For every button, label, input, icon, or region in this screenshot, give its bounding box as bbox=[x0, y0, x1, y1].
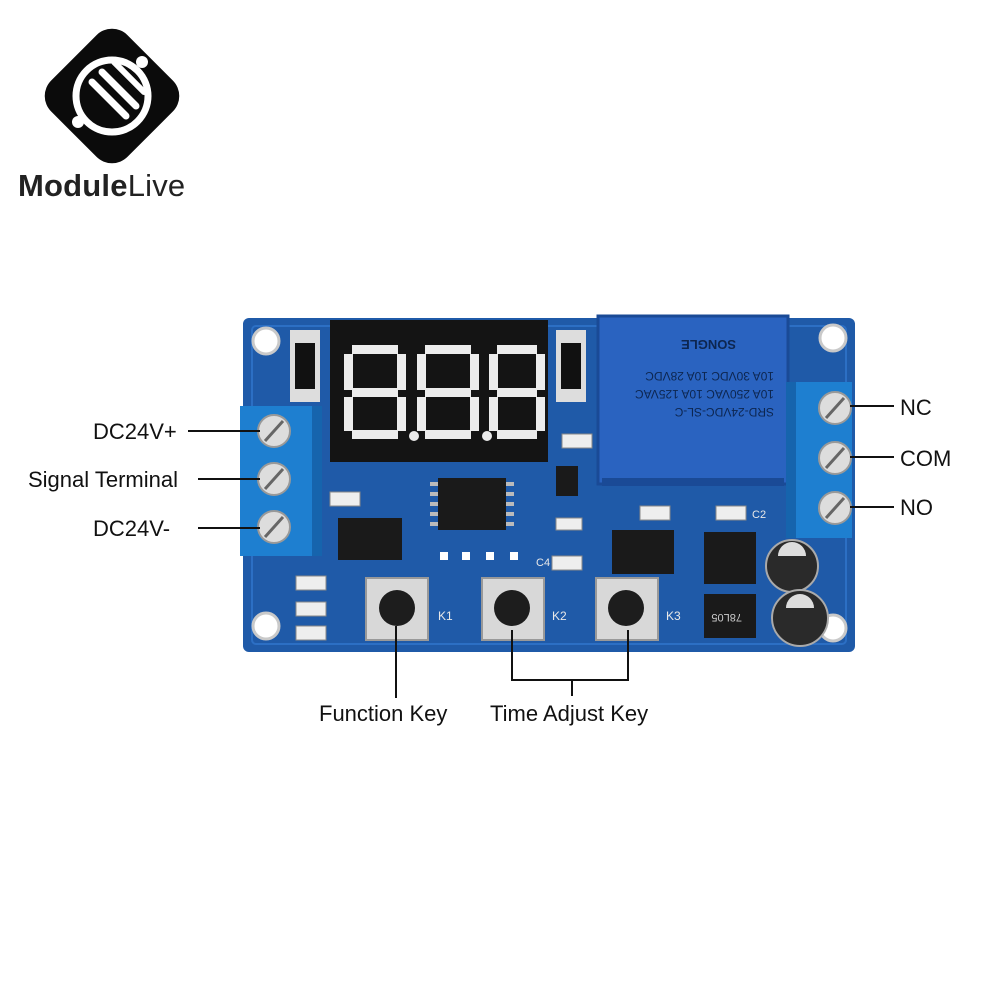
optocoupler bbox=[612, 530, 674, 574]
relay-brand: SONGLE bbox=[681, 337, 736, 352]
k1-label: K1 bbox=[438, 609, 453, 623]
k2-label: K2 bbox=[552, 609, 567, 623]
regulator-label: 78L05 bbox=[711, 611, 742, 623]
electrolytic-capacitor bbox=[771, 589, 829, 647]
relay-model: SRD-24VDC-SL-C bbox=[674, 405, 774, 419]
mount-hole bbox=[251, 611, 281, 641]
signal-terminal-label: Signal Terminal bbox=[28, 467, 179, 492]
regulator bbox=[704, 594, 756, 638]
com-label: COM bbox=[900, 446, 952, 471]
relay-rating-1: 10A 250VAC 10A 125VAC bbox=[635, 387, 774, 401]
function-key-label: Function Key bbox=[319, 701, 448, 726]
k3-button-cap bbox=[608, 590, 644, 626]
time-adjust-key-label: Time Adjust Key bbox=[490, 701, 649, 726]
k3-label: K3 bbox=[666, 609, 681, 623]
nc-label: NC bbox=[900, 395, 932, 420]
brand-name-bold: Module bbox=[18, 168, 128, 203]
c2-label: C2 bbox=[752, 509, 766, 521]
relay-rating-2: 10A 30VDC 10A 28VDC bbox=[645, 369, 774, 383]
display-digits bbox=[344, 345, 545, 441]
microcontroller-chip bbox=[438, 478, 506, 530]
callout-lines bbox=[188, 405, 894, 698]
modulelive-logo-icon bbox=[44, 28, 180, 164]
c4-label: C4 bbox=[536, 557, 550, 569]
no-label: NO bbox=[900, 495, 933, 520]
optocoupler bbox=[338, 518, 402, 560]
brand-name-light: Live bbox=[127, 168, 186, 203]
brand-wordmark: ModuleLive bbox=[18, 168, 185, 204]
dc24v-minus-label: DC24V- bbox=[93, 516, 171, 541]
dc24v-plus-label: DC24V+ bbox=[93, 419, 177, 444]
mount-hole bbox=[251, 326, 281, 356]
k1-button-cap bbox=[379, 590, 415, 626]
regulator bbox=[704, 532, 756, 584]
k2-button-cap bbox=[494, 590, 530, 626]
mount-hole bbox=[818, 323, 848, 353]
